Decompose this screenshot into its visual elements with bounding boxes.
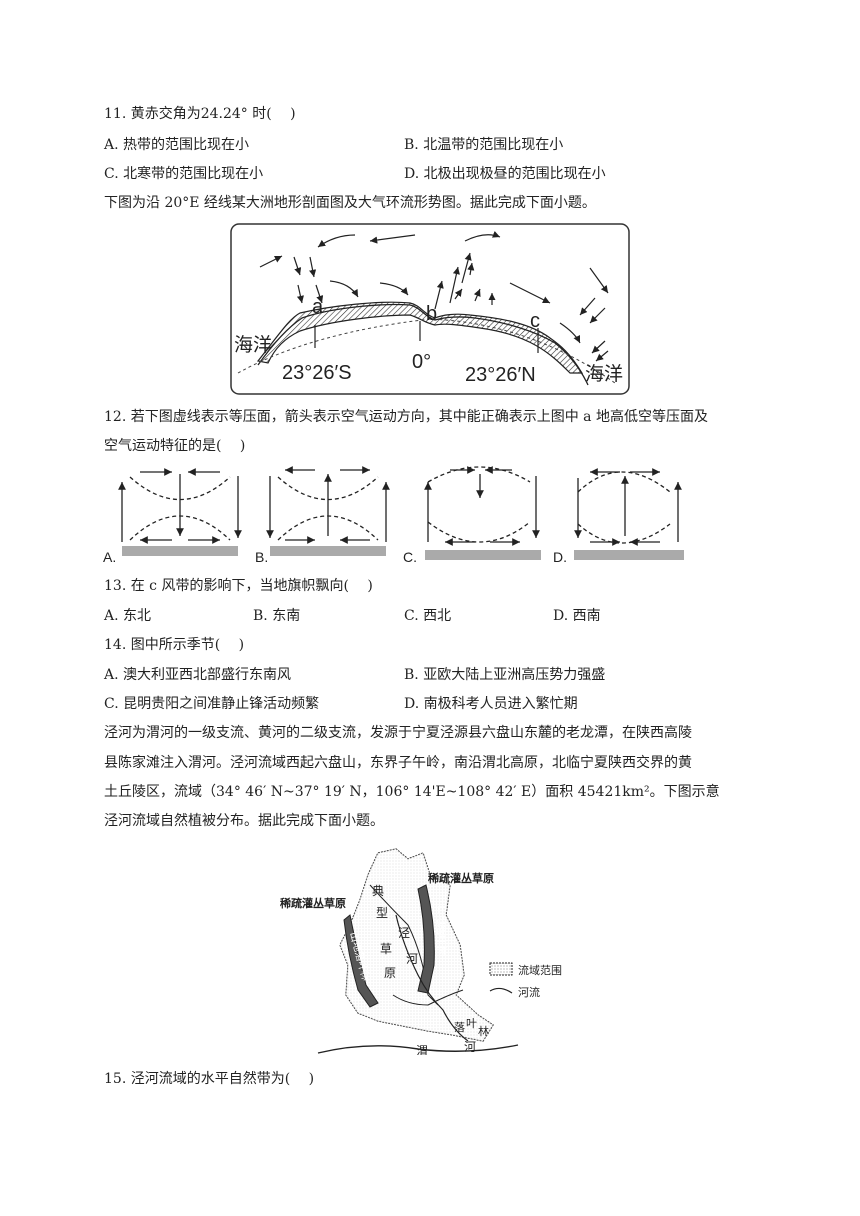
wei-river-line bbox=[317, 1044, 519, 1054]
q12-stem-line1: 12. 若下图虚线表示等压面，箭头表示空气运动方向，其中能正确表示上图中 a 地… bbox=[104, 409, 708, 425]
diagram-d bbox=[574, 468, 684, 560]
q12-stem-line2: 空气运动特征的是( ) bbox=[104, 438, 246, 454]
bottom-forest-char-1: 落 bbox=[454, 1021, 465, 1034]
intro-paragraph-2-line4: 泾河流域自然植被分布。据此完成下面小题。 bbox=[104, 813, 384, 829]
diagram-b-label: B. bbox=[255, 549, 268, 565]
diagram-a-label: A. bbox=[103, 549, 116, 565]
q14-option-a: A. 澳大利亚西北部盛行东南风 bbox=[104, 667, 292, 683]
q11-stem: 11. 黄赤交角为24.24° 时( ) bbox=[104, 106, 296, 122]
land-profile bbox=[256, 301, 584, 374]
right-forest-band bbox=[417, 884, 435, 994]
diagram-c-label: C. bbox=[403, 549, 417, 565]
left-shrub-label: 稀疏灌丛草原 bbox=[280, 896, 346, 910]
q13-option-a: A. 东北 bbox=[104, 608, 152, 624]
label-a: a bbox=[312, 296, 324, 318]
ocean-right-label: 海洋 bbox=[585, 363, 623, 385]
diagram-c bbox=[424, 466, 541, 560]
q14-option-d: D. 南极科考人员进入繁忙期 bbox=[404, 696, 578, 712]
wei-char-1: 渭 bbox=[416, 1044, 428, 1055]
intro-paragraph-1: 下图为沿 20°E 经线某大洲地形剖面图及大气环流形势图。据此完成下面小题。 bbox=[104, 195, 596, 211]
q11-option-d: D. 北极出现极昼的范围比现在小 bbox=[404, 166, 606, 182]
q11-option-b: B. 北温带的范围比现在小 bbox=[404, 137, 564, 153]
river-char-1: 泾 bbox=[398, 926, 410, 940]
grass-char-2: 型 bbox=[376, 906, 388, 920]
diagram-a bbox=[118, 468, 242, 556]
left-forest-band bbox=[343, 914, 379, 1008]
grass-char-3: 草 bbox=[380, 942, 392, 956]
lat-23n-label: 23°26′N bbox=[465, 364, 536, 386]
label-c: c bbox=[530, 310, 540, 332]
ocean-left-label: 海洋 bbox=[234, 334, 272, 356]
q13-option-d: D. 西南 bbox=[553, 608, 601, 624]
right-shrub-label: 稀疏灌丛草原 bbox=[428, 871, 494, 885]
diagram-d-label: D. bbox=[553, 549, 567, 565]
diagram-b bbox=[266, 466, 390, 556]
legend-basin-label: 流域范围 bbox=[518, 963, 562, 977]
jing-river-line bbox=[395, 914, 469, 1042]
intro-paragraph-2-line1: 泾河为渭河的一级支流、黄河的二级支流，发源于宁夏泾源县六盘山东麓的老龙潭，在陕西… bbox=[104, 725, 692, 741]
grass-char-4: 原 bbox=[384, 966, 396, 980]
bottom-forest-char-3: 林 bbox=[478, 1024, 489, 1038]
intro-paragraph-2-line3: 土丘陵区，流域（34° 46′ N~37° 19′ N，106° 14'E~10… bbox=[104, 784, 720, 800]
lat-23s-label: 23°26′S bbox=[282, 362, 352, 384]
legend-river-label: 河流 bbox=[518, 985, 540, 999]
legend-river-swatch bbox=[489, 987, 513, 994]
river-char-2: 河 bbox=[406, 952, 418, 966]
right-forest-label: 山地落叶林 bbox=[435, 905, 448, 955]
jing-river-vegetation-map: 稀疏灌丛草原 稀疏灌丛草原 典 型 草 原 泾 河 落 叶 林 渭 河 山地落叶… bbox=[280, 848, 562, 1055]
q11-option-a: A. 热带的范围比现在小 bbox=[104, 137, 250, 153]
q13-option-c: C. 西北 bbox=[404, 608, 452, 624]
q11-option-c: C. 北寒带的范围比现在小 bbox=[104, 166, 264, 182]
grass-char-1: 典 bbox=[372, 884, 384, 898]
q13-option-b: B. 东南 bbox=[253, 608, 301, 624]
q15-stem: 15. 泾河流域的水平自然带为( ) bbox=[104, 1071, 315, 1087]
wei-char-2: 河 bbox=[464, 1040, 476, 1054]
bottom-forest-char-2: 叶 bbox=[466, 1017, 477, 1030]
intro-paragraph-2-line2: 县陈家滩注入渭河。泾河流域西起六盘山，东界子午岭，南沿渭北高原，北临宁夏陕西交界… bbox=[104, 755, 692, 771]
label-b: b bbox=[426, 303, 437, 325]
figure-frame bbox=[230, 223, 630, 395]
q14-option-c: C. 昆明贵阳之间准静止锋活动频繁 bbox=[104, 696, 320, 712]
lat-0-label: 0° bbox=[412, 351, 431, 373]
q12-option-diagrams: A. B. C. D. bbox=[103, 466, 684, 565]
q14-option-b: B. 亚欧大陆上亚洲高压势力强盛 bbox=[404, 667, 606, 683]
q14-stem: 14. 图中所示季节( ) bbox=[104, 637, 245, 653]
circulation-arrows bbox=[259, 230, 609, 362]
q13-stem: 13. 在 c 风带的影响下，当地旗帜飘向( ) bbox=[104, 578, 373, 594]
profile-circulation-figure: a b c 海洋 海洋 23°26′S 0° 23°26′N bbox=[230, 223, 630, 395]
legend-basin-swatch bbox=[489, 962, 513, 976]
